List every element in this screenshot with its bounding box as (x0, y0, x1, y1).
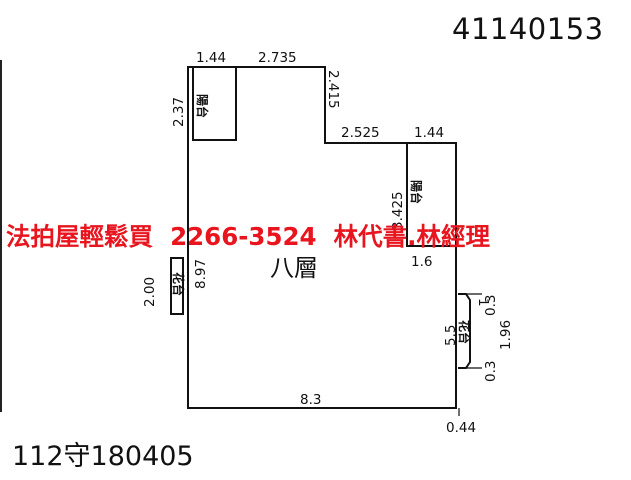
floor-label: 八層 (270, 254, 318, 282)
dim-step-vertical: 2.415 (325, 70, 341, 109)
case-number: 112守180405 (12, 441, 194, 472)
page-left-border (0, 60, 2, 412)
dim-top-a: 1.44 (196, 50, 226, 66)
balcony-2-outline (407, 142, 457, 246)
dim-planter-top-offset: 0.3 (483, 295, 499, 316)
dim-bottom-right: 0.44 (446, 420, 476, 436)
room-label-planter-right: 花台 (457, 320, 472, 344)
room-label-balcony-2: 陽台 (409, 180, 424, 204)
dim-planter-depth: 1.96 (498, 320, 514, 350)
dim-inner-right: 1.6 (411, 254, 432, 270)
dim-right-balcony-width: 1.44 (414, 125, 444, 141)
dim-right-balcony-depth: 3.425 (390, 191, 406, 230)
dim-planter-width: 1 (475, 298, 491, 307)
advert-agent: 林代書.林經理 (333, 222, 490, 251)
dim-top-b: 2.735 (258, 50, 297, 66)
room-label-planter-left: 花台 (171, 272, 186, 296)
advert-banner: 法拍屋輕鬆買 2266-3524 林代書.林經理 (6, 218, 490, 253)
planter-left-outline (170, 257, 184, 315)
advert-text: 法拍屋輕鬆買 (6, 222, 153, 251)
dim-left-planter: 2.00 (142, 277, 158, 307)
dim-planter-bottom-offset: 0.3 (483, 361, 499, 382)
dim-left-wall: 8.97 (193, 259, 209, 289)
balcony-1-outline (192, 67, 237, 141)
dim-step-horizontal: 2.525 (341, 125, 380, 141)
dim-left-balcony-depth: 2.37 (171, 97, 187, 127)
floor-outline (187, 66, 457, 409)
room-label-balcony-1: 陽台 (195, 94, 210, 118)
advert-phone: 2266-3524 (170, 222, 317, 251)
dim-bottom: 8.3 (300, 392, 321, 408)
dim-right-wall: 5.5 (443, 325, 459, 346)
document-id: 41140153 (452, 12, 604, 46)
